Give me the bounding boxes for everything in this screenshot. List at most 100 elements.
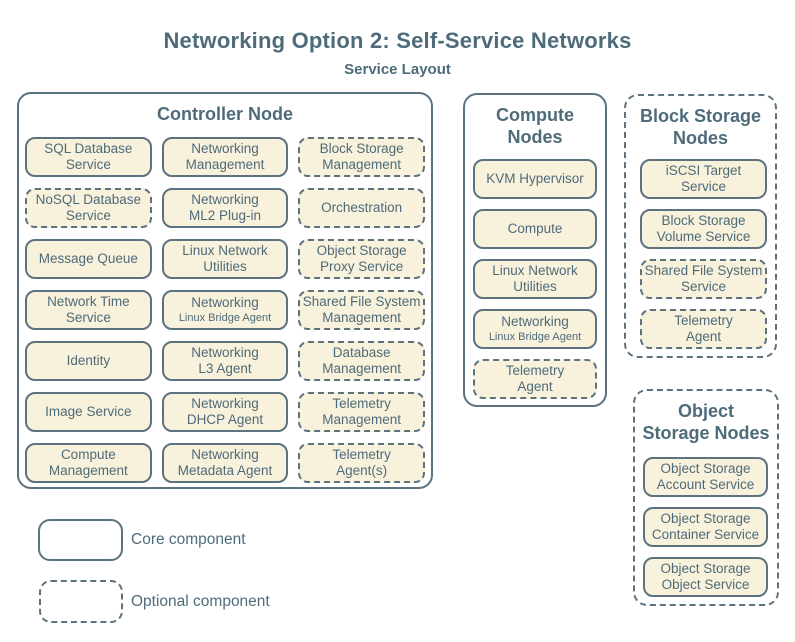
service-label-line1: Networking xyxy=(191,344,259,360)
service-label-line1: Shared File System xyxy=(644,262,763,278)
service-label-line2: Metadata Agent xyxy=(177,463,273,478)
service-label-line1: Networking xyxy=(191,395,259,411)
service-label-line1: Networking xyxy=(191,140,259,156)
service-label-line1: Telemetry xyxy=(505,362,565,378)
service-message-queue: Message Queue xyxy=(25,239,152,279)
service-label-line2: Management xyxy=(185,157,265,172)
service-label-line2: Management xyxy=(322,361,402,376)
service-label-line2: ML2 Plug-in xyxy=(188,208,262,223)
service-orchestration: Orchestration xyxy=(298,188,425,228)
service-label-line1: Block Storage xyxy=(319,140,404,156)
service-label-line2: DHCP Agent xyxy=(186,412,264,427)
service-label-line2: Service xyxy=(65,157,111,172)
legend-optional-label: Optional component xyxy=(131,593,270,610)
service-label-line2: Account Service xyxy=(656,477,755,492)
service-label-line1: Telemetry xyxy=(332,395,391,411)
service-label-line1: SQL Database xyxy=(44,140,133,156)
service-label-line1: Image Service xyxy=(45,403,132,419)
service-image-service: Image Service xyxy=(25,392,152,432)
legend-optional-swatch xyxy=(39,580,123,623)
service-label-line2: Object Service xyxy=(661,577,750,592)
service-label-line2: Service xyxy=(680,179,726,194)
service-label-line1: Object Storage xyxy=(660,460,751,476)
service-label-line2: Container Service xyxy=(651,527,760,542)
service-label-line1: KVM Hypervisor xyxy=(486,170,584,186)
service-label-line1: Networking xyxy=(191,295,259,311)
service-identity: Identity xyxy=(25,341,152,381)
service-label-line2: Management xyxy=(322,412,402,427)
service-label-line2: Management xyxy=(48,463,128,478)
service-compute: Compute xyxy=(473,209,597,249)
service-label-line2: Management xyxy=(322,310,402,325)
service-label-line2: Agent xyxy=(685,329,722,344)
service-kvm-hypervisor: KVM Hypervisor xyxy=(473,159,597,199)
service-label-line1: NoSQL Database xyxy=(35,191,141,207)
service-label-line1: Database xyxy=(332,344,391,360)
service-label-line1: Object Storage xyxy=(660,560,751,576)
page-subtitle: Service Layout xyxy=(344,61,451,78)
service-label-line1: Orchestration xyxy=(321,199,403,215)
service-label-line2: Service xyxy=(65,208,111,223)
service-label-line1: Object Storage xyxy=(316,242,407,258)
service-label-line1: Compute xyxy=(60,446,116,462)
service-label-line1: Network Time xyxy=(47,293,130,309)
service-label-line1: Block Storage xyxy=(661,212,746,228)
service-label-line1: Networking xyxy=(501,314,569,330)
service-label-line1: Identity xyxy=(66,352,111,368)
service-label-line1: Telemetry xyxy=(332,446,391,462)
page-title: Networking Option 2: Self-Service Networ… xyxy=(163,28,632,53)
service-label-line2: Volume Service xyxy=(656,229,751,244)
legend-core-swatch xyxy=(38,519,123,561)
service-label-line1: Networking xyxy=(191,191,259,207)
group-controller-node-header: Controller Node xyxy=(156,104,293,124)
service-label-line1: Object Storage xyxy=(660,510,751,526)
service-label-line2: Utilities xyxy=(203,259,247,274)
service-label-line1: Linux Network xyxy=(492,262,578,278)
service-label-line2: Proxy Service xyxy=(320,259,404,274)
service-label-line2: Linux Bridge Agent xyxy=(488,330,582,343)
service-label-line2: Agent xyxy=(517,379,553,394)
service-label-line2: Service xyxy=(65,310,111,325)
service-label-line1: Telemetry xyxy=(674,312,733,328)
service-label-line2: Management xyxy=(322,157,402,172)
service-label-line1: iSCSI Target xyxy=(665,162,742,178)
service-label-line1: Message Queue xyxy=(38,250,138,266)
service-label-line2: Utilities xyxy=(513,279,557,294)
service-label-line1: Compute xyxy=(507,220,563,236)
